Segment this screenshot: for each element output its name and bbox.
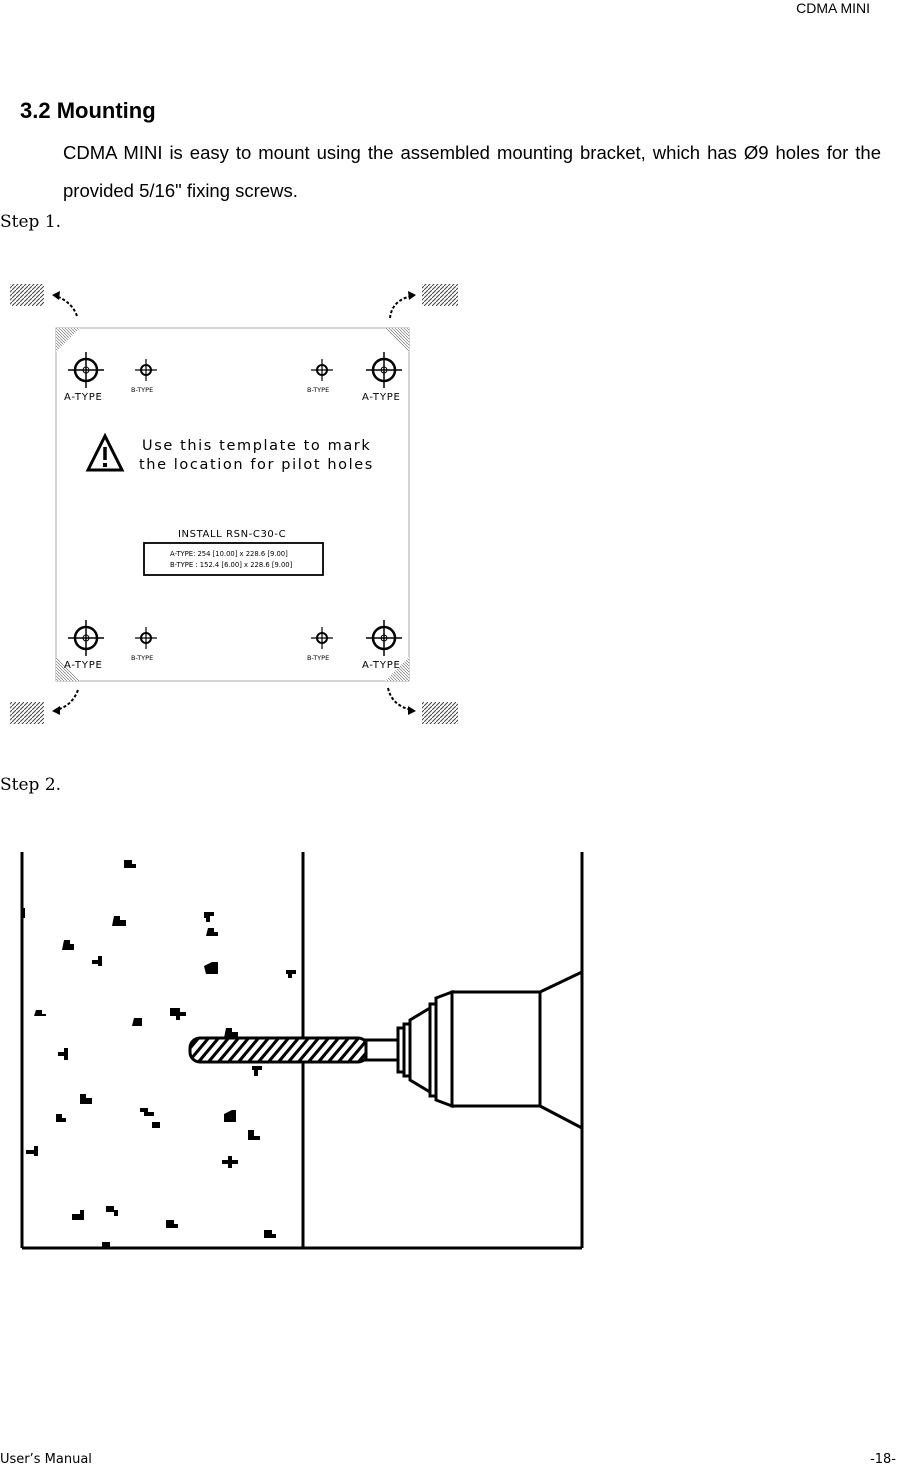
section-paragraph: CDMA MINI is easy to mount using the ass… — [63, 142, 881, 201]
label-b-type-tr: B-TYPE — [307, 386, 329, 394]
step-2-label: Step 2. — [0, 775, 62, 795]
dimension-b: B-TYPE : 152.4 [6.00] x 228.6 [9.00] — [170, 561, 293, 569]
label-b-type-tl: B-TYPE — [131, 386, 153, 394]
warning-line-1: Use this template to mark — [142, 438, 371, 454]
dimension-a: A-TYPE: 254 [10.00] x 228.6 [9.00] — [170, 550, 288, 558]
warning-triangle-icon — [85, 432, 125, 472]
footer-page-number: -18- — [870, 1452, 896, 1467]
header-product: CDMA MINI — [796, 0, 870, 16]
corner-hatch-bl — [10, 702, 44, 724]
label-a-type-tl: A-TYPE — [64, 392, 103, 403]
corner-hatch-tr — [422, 284, 458, 306]
concrete-aggregate — [22, 860, 296, 1248]
install-label: INSTALL RSN-C30-C — [178, 529, 286, 540]
footer-manual: User’s Manual — [0, 1452, 92, 1467]
drill-bit — [188, 1036, 400, 1064]
drill-chuck — [396, 989, 454, 1109]
corner-hatch-tl — [10, 284, 44, 306]
label-a-type-br: A-TYPE — [362, 660, 401, 671]
template-sheet — [55, 327, 410, 682]
drilling-figure — [20, 852, 584, 1250]
step-1-label: Step 1. — [0, 212, 62, 232]
label-b-type-br: B-TYPE — [307, 654, 329, 662]
mounting-template-figure: A-TYPE A-TYPE A-TYPE A-TYPE B-TYPE B-TYP… — [10, 284, 458, 724]
corner-hatch-br — [422, 702, 458, 724]
dimension-box — [143, 542, 324, 576]
label-a-type-bl: A-TYPE — [64, 660, 103, 671]
label-b-type-bl: B-TYPE — [131, 654, 153, 662]
drill-body — [450, 970, 583, 1130]
section-title: 3.2 Mounting — [20, 98, 156, 123]
label-a-type-tr: A-TYPE — [362, 392, 401, 403]
warning-line-2: the location for pilot holes — [139, 457, 374, 473]
corner-arrowheads — [52, 291, 416, 715]
